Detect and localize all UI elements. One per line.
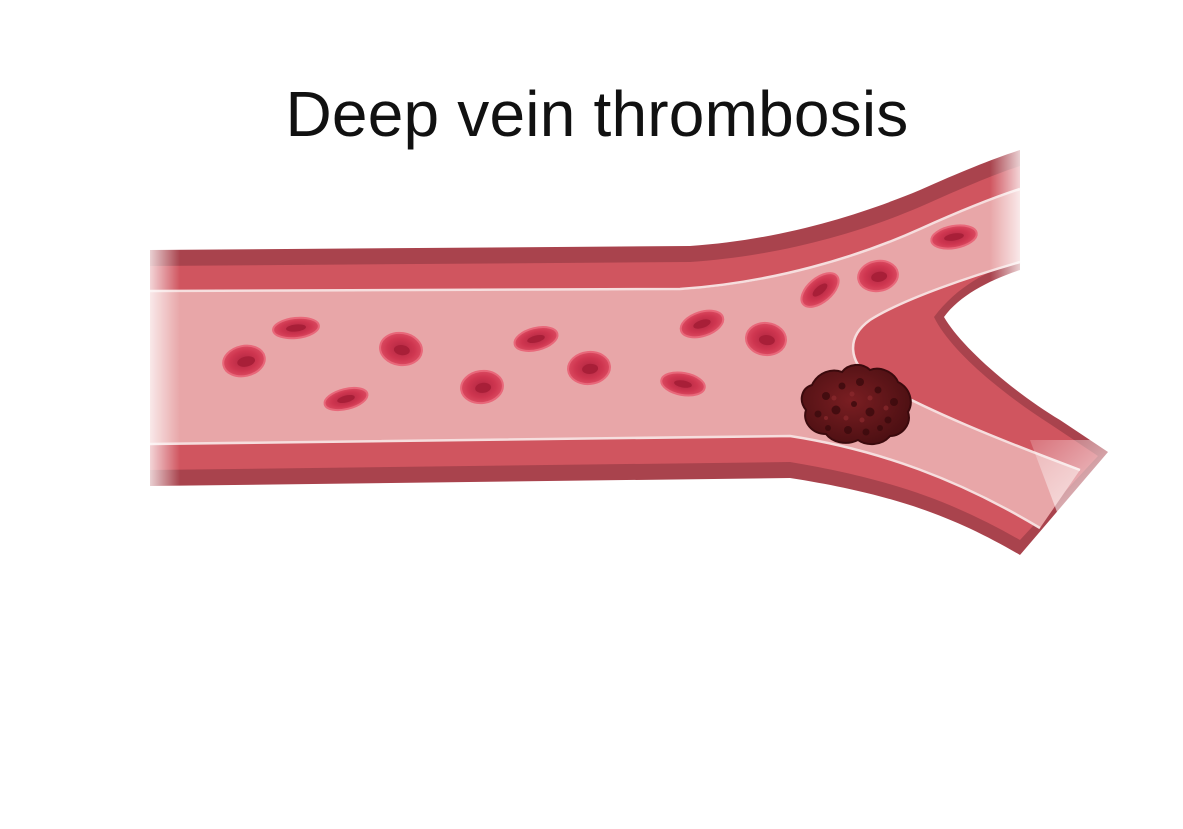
red-blood-cells xyxy=(222,224,978,412)
blood-clot-icon xyxy=(800,364,912,446)
red-blood-cell-icon xyxy=(679,309,725,339)
diagram-title: Deep vein thrombosis xyxy=(285,78,909,150)
red-blood-cell-icon xyxy=(222,344,266,378)
vessel-inner-line-bottom xyxy=(149,434,1041,530)
vessel-inner-line-branch xyxy=(851,260,1081,472)
fade-right-bottom xyxy=(980,440,1120,570)
red-blood-cell-icon xyxy=(800,272,840,308)
vessel-inner-line-top xyxy=(149,187,1021,293)
red-blood-cell-icon xyxy=(660,371,706,397)
red-blood-cell-icon xyxy=(379,331,423,367)
red-blood-cell-icon xyxy=(272,316,320,340)
red-blood-cell-icon xyxy=(857,259,899,293)
red-blood-cell-icon xyxy=(930,224,978,250)
red-blood-cell-icon xyxy=(745,321,787,357)
red-blood-cell-icon xyxy=(460,369,504,405)
red-blood-cell-icon xyxy=(567,350,611,386)
red-blood-cell-icon xyxy=(513,326,559,352)
red-blood-cell-icon xyxy=(323,386,369,412)
fade-left xyxy=(140,240,180,495)
fade-right-top xyxy=(990,140,1030,280)
